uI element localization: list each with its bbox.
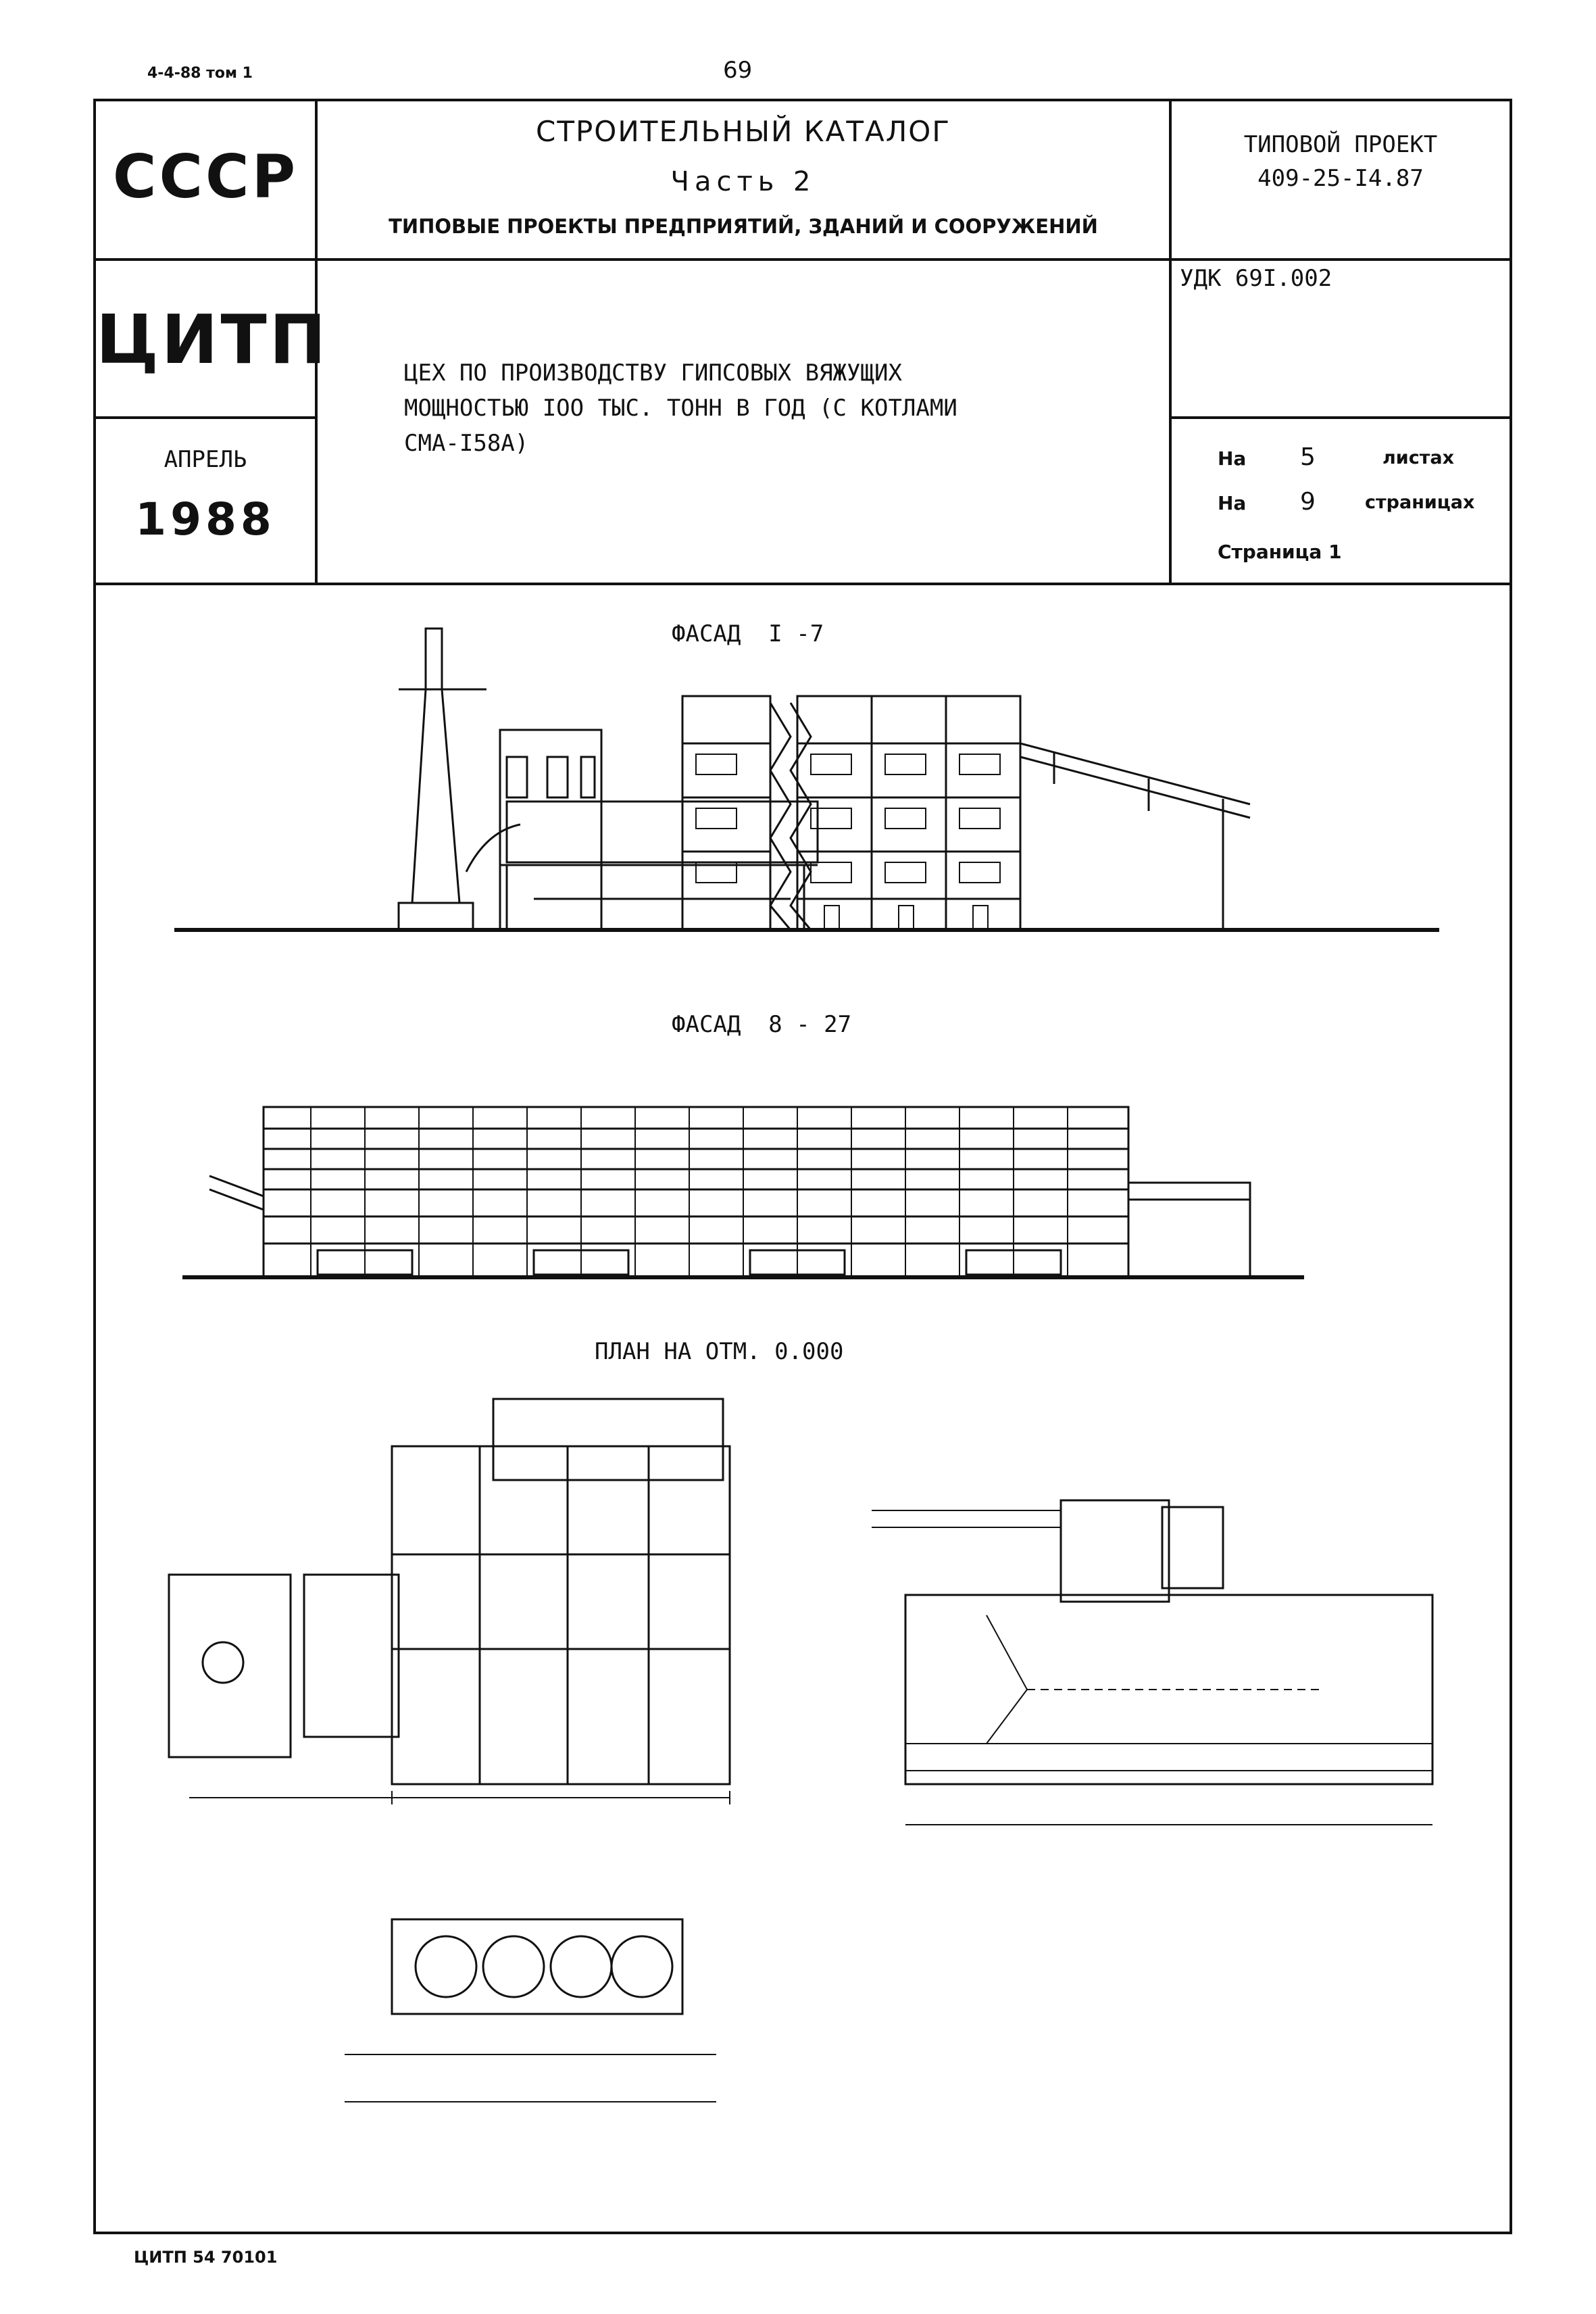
project-number: 409-25-I4.87 — [1257, 165, 1424, 192]
sheet-frame — [93, 99, 1512, 2234]
stair-tower — [681, 695, 772, 931]
plan-main-outline — [391, 1445, 731, 1786]
long-building — [262, 1106, 1130, 1279]
plan-side-block — [168, 1573, 292, 1758]
title-block-date-line — [93, 416, 316, 419]
date-month: АПРЕЛЬ — [164, 446, 247, 473]
chimney — [424, 627, 443, 691]
facade-1-drawing — [174, 627, 1439, 932]
annex-block — [1127, 1181, 1251, 1279]
catalog-subtitle: ТИПОВЫЕ ПРОЕКТЫ ПРЕДПРИЯТИЙ, ЗДАНИЙ И СО… — [389, 215, 1098, 238]
plan-left-drawing — [168, 1398, 731, 1804]
footer-code: ЦИТП 54 70101 — [134, 2248, 278, 2267]
sheets-suffix: листах — [1382, 447, 1454, 468]
page-label: Страница 1 — [1218, 541, 1342, 563]
description-line-2: МОЩНОСТЬЮ IOO ТЫС. ТОНН В ГОД (С КОТЛАМИ — [404, 395, 957, 422]
series-label: 4-4-88 том 1 — [147, 65, 253, 82]
plan-title: ПЛАН НА ОТМ. 0.000 — [595, 1338, 844, 1365]
silo-block — [391, 1918, 684, 2015]
catalog-part: Часть 2 — [670, 166, 816, 197]
plan-bottom-drawing — [345, 1918, 716, 2102]
pages-count: 9 — [1300, 488, 1316, 516]
sheets-count: 5 — [1300, 443, 1316, 471]
chimney-stack — [411, 688, 461, 904]
sheets-prefix: На — [1218, 447, 1247, 470]
boiler-block — [499, 729, 603, 931]
plan-right-drawing — [872, 1499, 1434, 1825]
facade-1-title: ФАСАД I -7 — [672, 620, 824, 647]
main-building — [796, 695, 1022, 931]
org-ussr: СССР — [112, 142, 299, 212]
title-block-divider-left — [315, 99, 318, 585]
conveyor-gallery — [1020, 742, 1251, 806]
description-line-3: СМА-I58А) — [404, 430, 529, 457]
facade-2-drawing — [182, 1106, 1304, 1279]
org-citp: ЦИТП — [96, 300, 329, 379]
udk-code: УДК 69I.002 — [1180, 265, 1332, 292]
catalog-title: СТРОИТЕЛЬНЫЙ КАТАЛОГ — [536, 115, 951, 148]
description-line-1: ЦЕХ ПО ПРОИЗВОДСТВУ ГИПСОВЫХ ВЯЖУЩИХ — [404, 360, 902, 387]
facade-2-title: ФАСАД 8 - 27 — [672, 1011, 852, 1038]
title-block-sheets-line — [1169, 416, 1512, 419]
pages-prefix: На — [1218, 492, 1247, 514]
title-block-bottom-line — [93, 583, 1512, 585]
pages-suffix: страницах — [1365, 492, 1475, 513]
title-block-divider-right — [1169, 99, 1172, 585]
project-label: ТИПОВОЙ ПРОЕКТ — [1243, 131, 1438, 158]
title-block-row-line — [93, 258, 1512, 261]
page-number: 69 — [723, 57, 753, 84]
stair-zigzag — [769, 702, 792, 931]
date-year: 1988 — [135, 493, 276, 545]
